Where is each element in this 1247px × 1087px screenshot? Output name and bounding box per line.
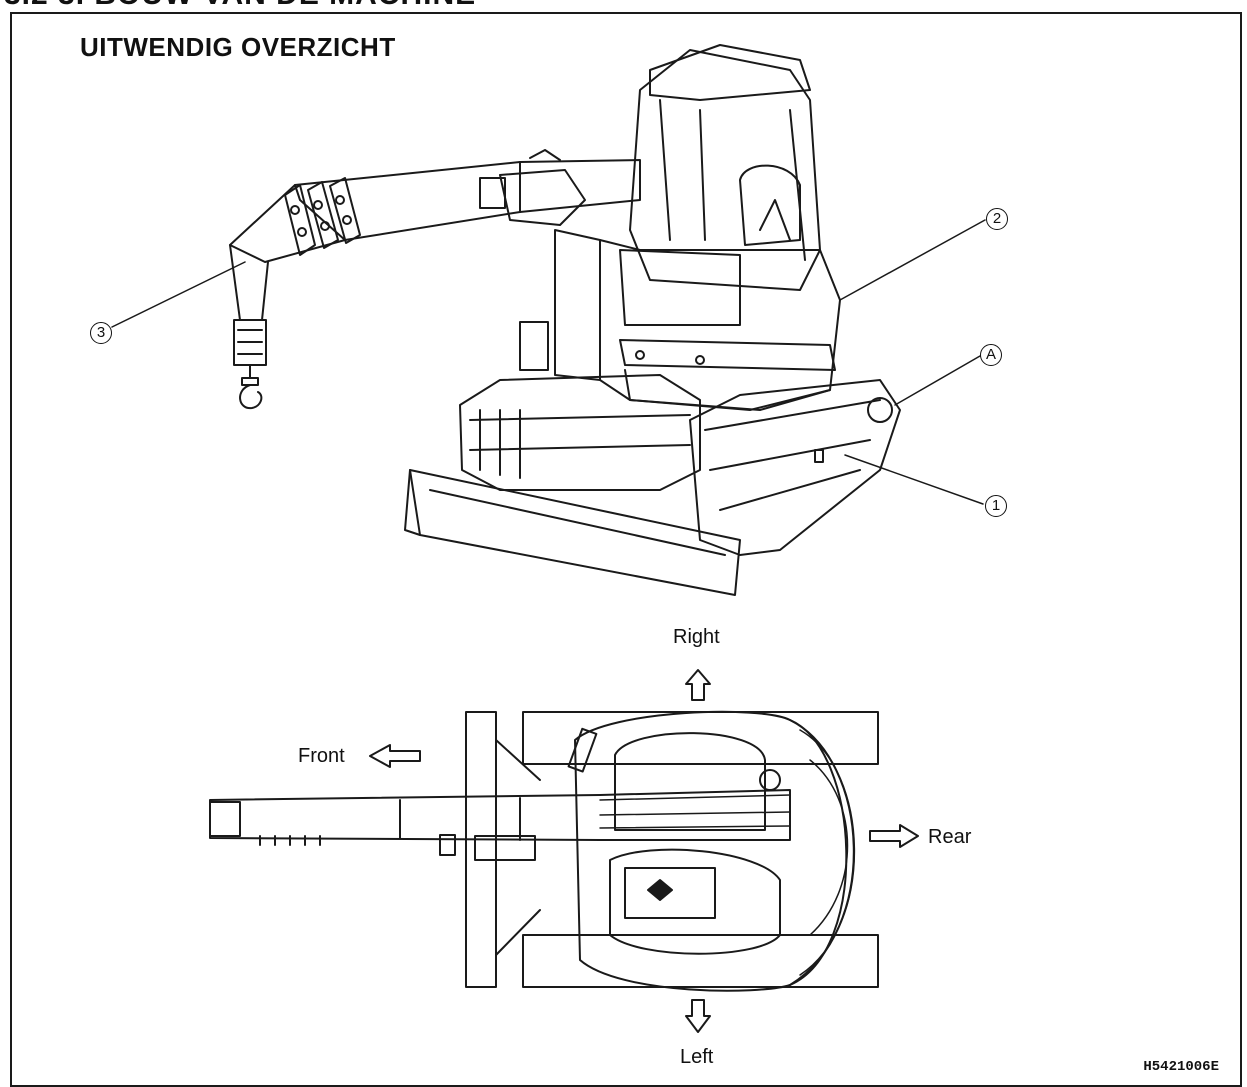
callout-1: 1 bbox=[985, 495, 1007, 517]
page-heading: 3.2 3. BOUW VAN DE MACHINE bbox=[0, 0, 1247, 12]
section-title: UITWENDIG OVERZICHT bbox=[80, 32, 396, 62]
arrow-front bbox=[369, 744, 421, 768]
direction-front-label: Front bbox=[298, 745, 345, 767]
callout-3: 3 bbox=[90, 322, 112, 344]
callout-a: A bbox=[980, 344, 1002, 366]
direction-rear-label: Rear bbox=[928, 826, 972, 848]
direction-left-label: Left bbox=[680, 1046, 714, 1068]
page-heading-text: 3.2 3. BOUW VAN DE MACHINE bbox=[4, 0, 476, 12]
arrow-left-down bbox=[685, 999, 711, 1033]
perspective-view bbox=[111, 44, 986, 596]
arrow-rear bbox=[869, 824, 919, 848]
figure-code: H5421006E bbox=[1143, 1059, 1219, 1075]
top-view bbox=[209, 669, 919, 1033]
arrow-right-up bbox=[685, 669, 711, 701]
callout-2: 2 bbox=[986, 208, 1008, 230]
direction-right-label: Right bbox=[673, 626, 720, 648]
